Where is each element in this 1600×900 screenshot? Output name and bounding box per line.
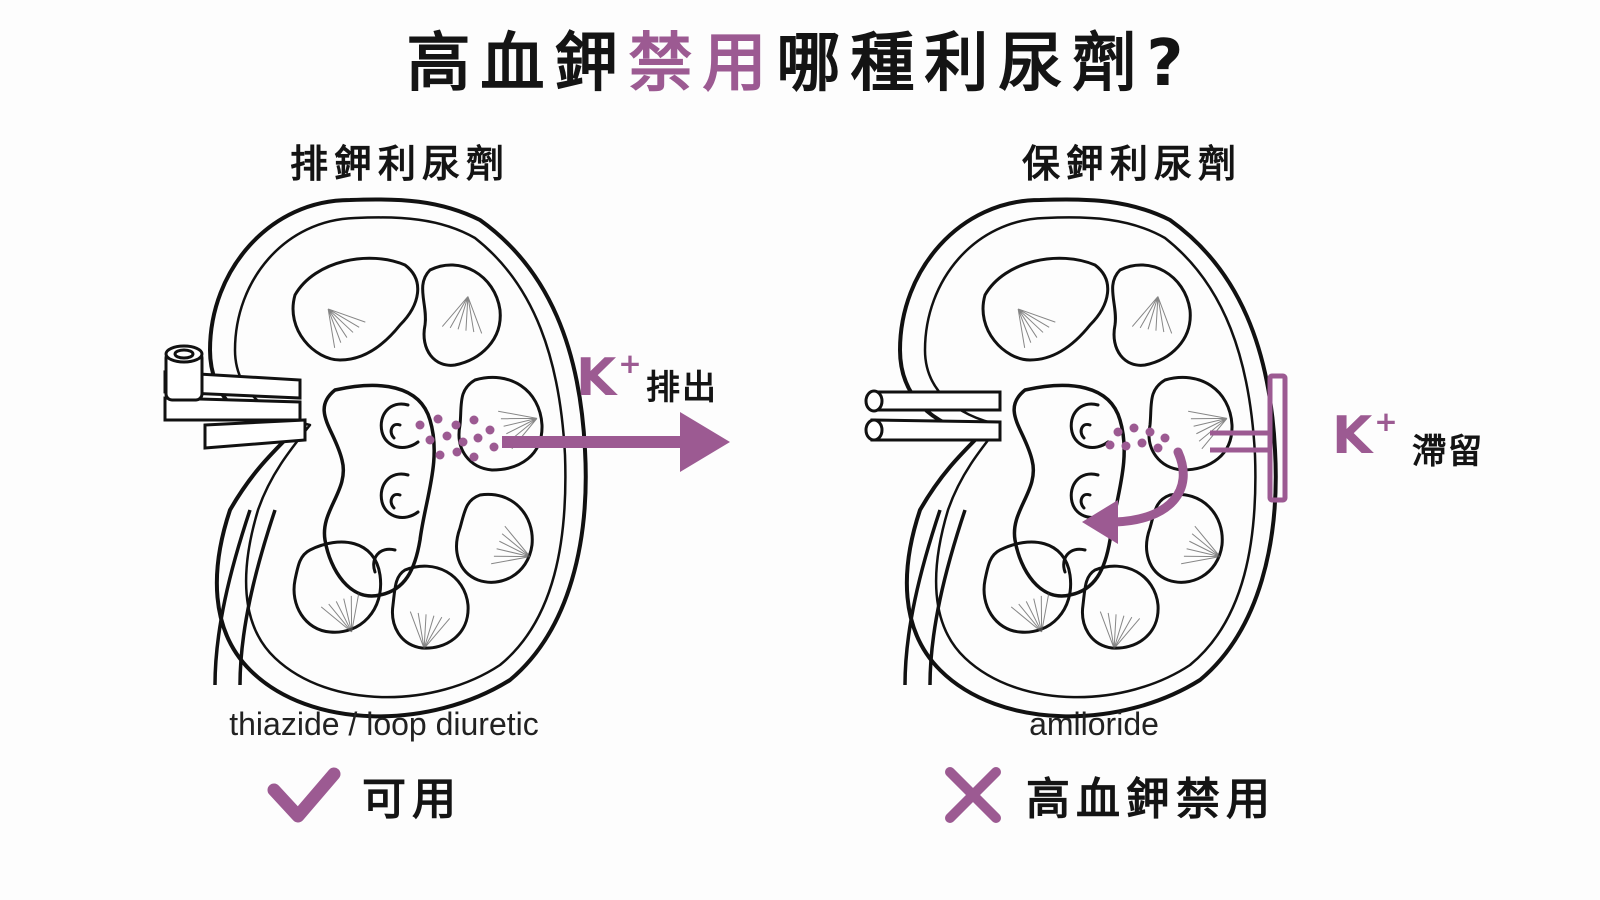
left-potassium-dots	[415, 414, 499, 462]
right-potassium-label: K+	[1332, 405, 1398, 466]
left-drug-name: thiazide / loop diuretic	[229, 706, 539, 742]
left-renal-vessels	[163, 344, 307, 450]
check-icon	[267, 767, 341, 823]
left-panel-heading: 排鉀利尿劑	[289, 142, 510, 186]
excretion-arrow	[502, 412, 730, 472]
left-verdict: 可用	[362, 774, 462, 825]
right-verdict: 高血鉀禁用	[1026, 774, 1276, 825]
right-potassium-dots	[1105, 423, 1170, 453]
title-highlight: 禁用	[628, 27, 777, 101]
retention-arrow	[1082, 447, 1188, 544]
right-drug-name: amiloride	[1029, 706, 1159, 742]
title-part-1: 高血鉀	[406, 27, 629, 101]
right-kidney	[898, 197, 1278, 719]
left-kidney	[208, 197, 588, 719]
diagram-title: 高血鉀禁用哪種利尿劑?	[0, 24, 1600, 104]
blocker-symbol	[1210, 373, 1288, 503]
left-potassium-action: 排出	[646, 368, 718, 408]
title-part-2: 哪種利尿劑?	[776, 27, 1194, 101]
right-potassium-action: 滯留	[1412, 432, 1484, 472]
cross-icon	[945, 767, 1001, 823]
left-potassium-label: K+	[576, 347, 642, 408]
right-panel-heading: 保鉀利尿劑	[1021, 142, 1242, 186]
right-renal-vessels	[864, 389, 1002, 442]
